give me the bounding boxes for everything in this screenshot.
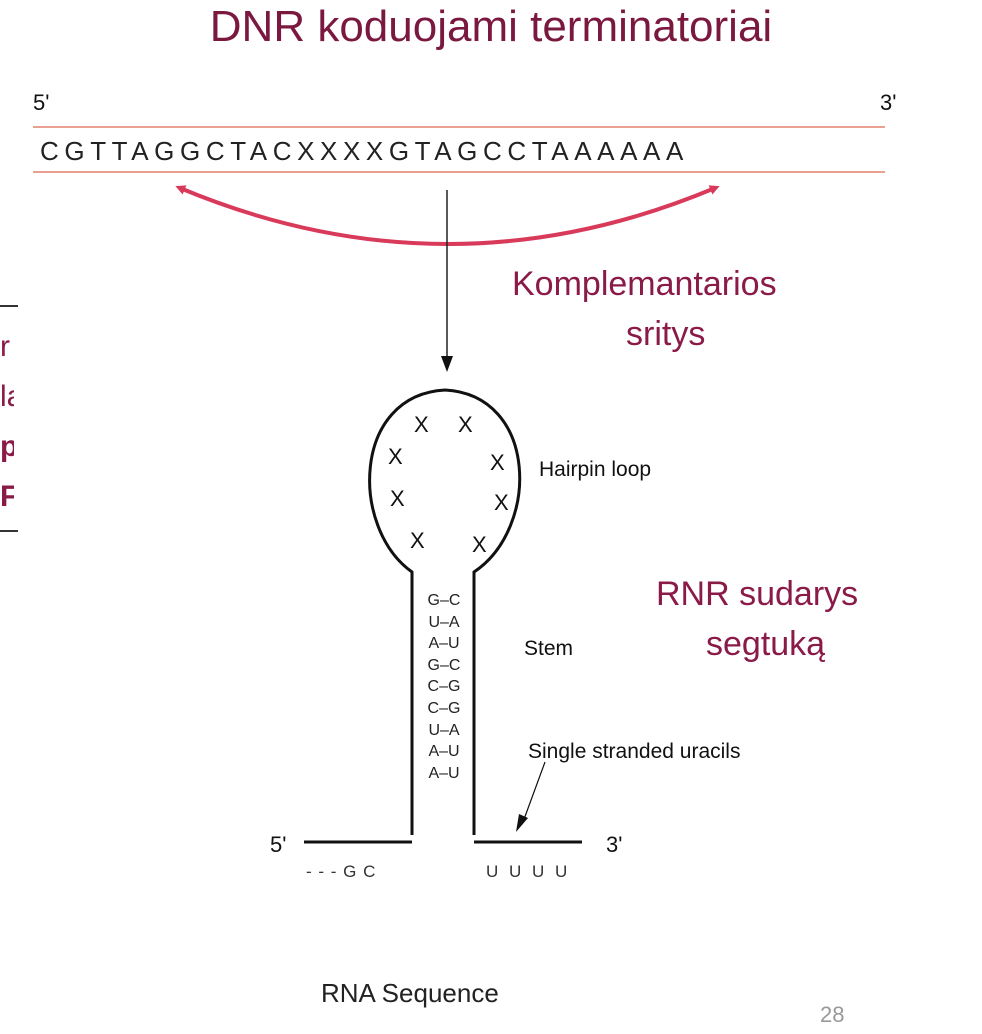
loop-base-3: X — [388, 444, 403, 469]
loop-base-4: X — [490, 450, 505, 475]
stem-pair-3: A–U — [428, 635, 460, 653]
dna-five-prime-label: 5' — [33, 90, 50, 115]
transcription-arrow-head — [441, 356, 453, 372]
loop-base-1: X — [414, 412, 429, 437]
dna-sequence: CGTTAGGCTACXXXXGTAGCCTAAAAAA — [40, 136, 689, 166]
rnr-hairpin-note-line2: segtuką — [706, 625, 826, 663]
loop-base-7: X — [410, 528, 425, 553]
stem-pair-9: A–U — [428, 764, 460, 782]
hairpin-loop-label: Hairpin loop — [539, 458, 652, 481]
stem-pair-2: U–A — [428, 613, 460, 631]
complementary-arc — [175, 185, 720, 246]
trailing-uracils: U U U U — [486, 862, 571, 881]
left-fragment-2: la — [0, 380, 14, 413]
loop-base-6: X — [494, 490, 509, 515]
page-number: 28 — [820, 1002, 845, 1027]
stem-pair-4: G–C — [427, 656, 461, 674]
stem-pair-1: G–C — [427, 592, 461, 609]
complementary-regions-label-line2: sritys — [626, 315, 706, 353]
rna-three-prime-label: 3' — [606, 832, 623, 857]
stem-pair-7: U–A — [428, 721, 460, 739]
left-fragment-rule-bottom — [0, 530, 18, 532]
left-fragment-rule-top — [0, 305, 18, 307]
rna-five-prime-label: 5' — [270, 832, 287, 857]
left-fragment-4: F — [0, 480, 14, 513]
stem-pair-8: A–U — [428, 743, 460, 761]
loop-base-5: X — [390, 486, 405, 511]
stem-pair-5: C–G — [427, 678, 461, 696]
left-fragment-1: r — [0, 330, 10, 363]
rnr-hairpin-note-line1: RNR sudarys — [656, 575, 859, 613]
stem-label: Stem — [524, 637, 574, 660]
stem-base-pairs: G–C U–A A–U G–C C–G C–G U–A A–U A–U — [414, 590, 474, 784]
left-fragment-3: pa — [0, 430, 14, 463]
uracils-pointer-line — [522, 761, 546, 823]
slide-title: DNR koduojami terminatoriai — [209, 2, 773, 51]
rna-sequence-caption: RNA Sequence — [321, 978, 499, 1008]
uracils-pointer-head — [516, 814, 528, 832]
complementary-regions-label-line1: Komplemantarios — [512, 265, 777, 303]
stem-pair-6: C–G — [427, 699, 461, 717]
single-stranded-uracils-label: Single stranded uracils — [528, 740, 741, 763]
dna-three-prime-label: 3' — [880, 90, 897, 115]
loop-base-8: X — [472, 532, 487, 557]
loop-base-2: X — [458, 412, 473, 437]
leading-bases: - - - G C — [306, 862, 377, 881]
